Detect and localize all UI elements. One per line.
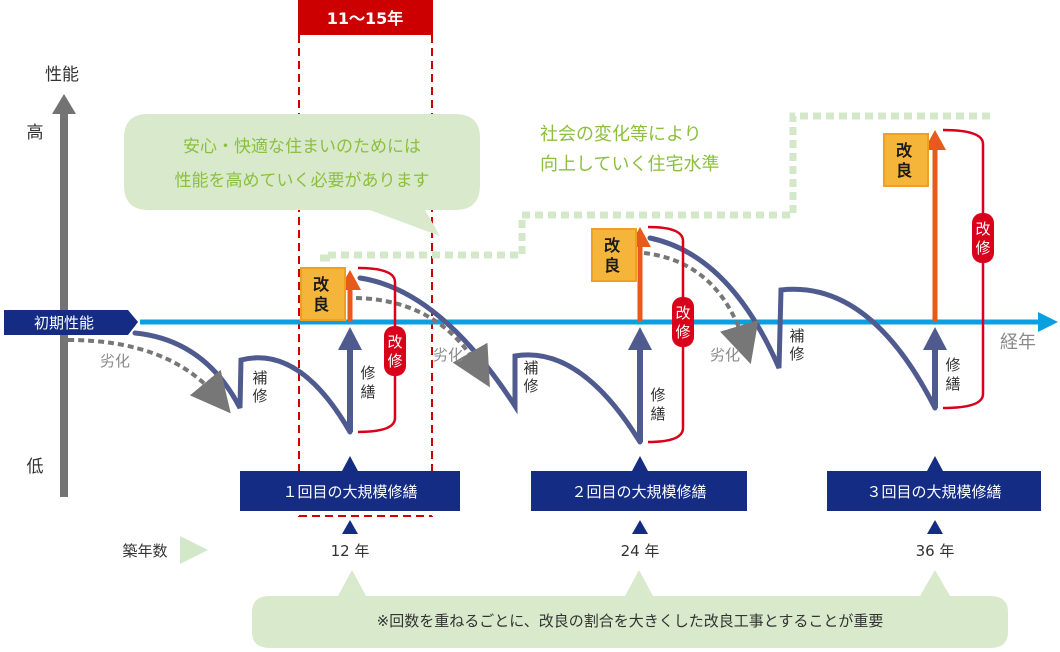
milestone-years: 24 年 — [621, 542, 660, 560]
patch-repair-1-a: 補 — [252, 369, 267, 387]
renovation-label: 修 — [387, 352, 402, 370]
renovation-label: 改 — [675, 304, 690, 322]
x-axis-title: 経年 — [1000, 332, 1036, 353]
renovation-label: 修 — [675, 323, 690, 341]
bottom-note-text: ※回数を重ねるごとに、改良の割合を大きくした改良工事とすることが重要 — [377, 612, 884, 630]
timeline-arrow-icon — [1038, 312, 1058, 332]
bottom-note-bubble — [252, 570, 1008, 648]
year-pointer-icon — [342, 520, 358, 534]
milestone-years: 12 年 — [331, 542, 370, 560]
milestone-title: ２回目の大規模修繕 — [571, 483, 706, 501]
curve-segment-3 — [647, 235, 938, 411]
improvement-label: 良 — [896, 161, 912, 180]
deterioration-arrow-1 — [67, 338, 231, 414]
years-row-label: 築年数 — [122, 542, 167, 560]
milestone-box — [240, 471, 460, 511]
improvement-arrow-icon — [924, 130, 946, 150]
patch-repair-2-b: 修 — [523, 377, 538, 395]
performance-axis: 性能 高 低 — [27, 65, 79, 497]
year-pointer-icon — [632, 520, 648, 534]
repair-label: 繕 — [360, 383, 375, 401]
milestone-years: 36 年 — [916, 542, 955, 560]
deterioration-label-1: 劣化 — [100, 352, 130, 370]
renovation-label: 改 — [975, 220, 990, 238]
milestone-1: １回目の大規模修繕 12 年 — [240, 456, 460, 560]
patch-repair-2-a: 補 — [523, 359, 538, 377]
improvement-box — [883, 133, 929, 187]
milestone-pointer-icon — [632, 456, 648, 471]
deterioration-arrows — [67, 251, 759, 414]
repair-arrow-icon — [628, 327, 652, 350]
y-axis-high: 高 — [27, 123, 44, 143]
initial-performance-tag: 初期性能 — [4, 310, 138, 335]
patch-repair-3-a: 補 — [789, 327, 804, 345]
repair-label: 繕 — [650, 405, 665, 423]
repair-label: 修 — [360, 364, 375, 382]
repair-label: 修 — [945, 356, 960, 374]
bottom-note: ※回数を重ねるごとに、改良の割合を大きくした改良工事とすることが重要 — [252, 570, 1008, 648]
curve-segment-2 — [357, 275, 643, 445]
standard-note-line2: 向上していく住宅水準 — [540, 154, 719, 175]
improvement-label: 良 — [313, 295, 329, 314]
milestone-3: ３回目の大規模修繕 36 年 — [827, 456, 1041, 560]
renovation-pill — [972, 213, 994, 263]
improvement-label: 良 — [604, 256, 620, 275]
milestone-pointer-icon — [342, 456, 358, 471]
milestone-pointer-icon — [927, 456, 943, 471]
deterioration-label-3: 劣化 — [710, 346, 740, 364]
repair-label: 修 — [650, 386, 665, 404]
y-axis-title: 性能 — [45, 65, 79, 85]
improvement-label: 改 — [313, 275, 330, 294]
performance-callout: 安心・快適な住まいのためには 性能を高めていく必要があります — [124, 114, 480, 236]
callout-line1: 安心・快適な住まいのためには — [183, 137, 421, 157]
y-axis-low: 低 — [27, 457, 44, 477]
repair-arrow-icon — [923, 327, 947, 350]
improvement-label: 改 — [604, 236, 621, 255]
deterioration-arrow-3 — [643, 251, 759, 365]
year-pointer-icon — [927, 520, 943, 534]
patch-repair-labels: 補 修 補 修 補 修 — [252, 327, 804, 405]
y-axis-line — [60, 112, 68, 497]
milestone-2: ２回目の大規模修繕 24 年 — [531, 456, 747, 560]
repair-arrow-icon — [338, 327, 362, 350]
callout-line2: 性能を高めていく必要があります — [175, 171, 430, 191]
standard-note-line1: 社会の変化等により — [540, 124, 702, 145]
improvement-label: 改 — [896, 141, 913, 160]
renovation-label: 修 — [975, 239, 990, 257]
callout-bubble — [124, 114, 480, 236]
milestone-box — [827, 471, 1041, 511]
repair-label: 繕 — [945, 375, 960, 393]
renovation-label: 改 — [387, 333, 402, 351]
milestone-box — [531, 471, 747, 511]
deterioration-label-2: 劣化 — [433, 346, 463, 364]
improvement-box — [300, 267, 346, 321]
range-badge — [298, 0, 433, 35]
housing-standard-line — [328, 112, 990, 259]
renovation-pill — [672, 297, 694, 347]
patch-repair-3-b: 修 — [789, 345, 804, 363]
deterioration-arrow-2 — [355, 296, 490, 388]
renovation-pill — [384, 326, 406, 376]
range-badge-label: 11〜15年 — [327, 9, 404, 28]
milestones: １回目の大規模修繕 12 年 ２回目の大規模修繕 24 年 ３回目の大規模修繕 36 年 — [240, 456, 1041, 560]
y-axis-arrow-icon — [52, 94, 76, 114]
milestone-title: ３回目の大規模修繕 — [866, 483, 1001, 501]
patch-repair-1-b: 修 — [252, 387, 267, 405]
initial-performance-label: 初期性能 — [34, 314, 94, 332]
renovation-bracket — [942, 128, 985, 410]
years-row-arrow-icon — [180, 536, 208, 564]
performance-curves — [132, 235, 938, 445]
curve-segment-1 — [132, 330, 353, 435]
improvement-box — [591, 228, 637, 282]
milestone-title: １回目の大規模修繕 — [282, 483, 417, 501]
